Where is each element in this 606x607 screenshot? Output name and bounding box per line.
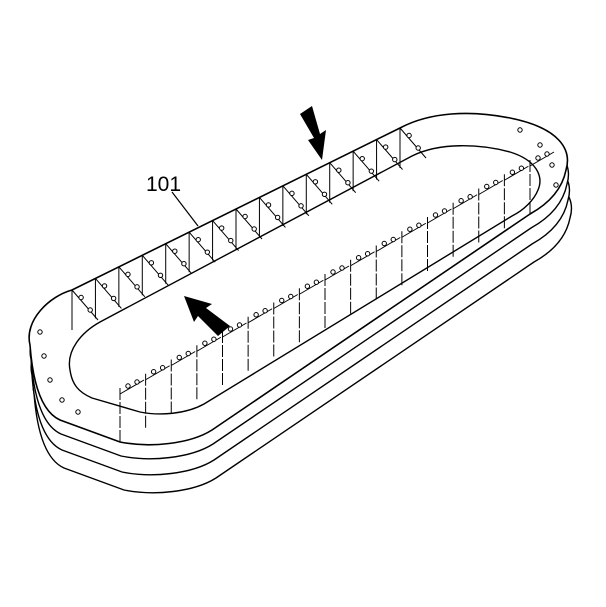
chain-top-strand (28, 112, 569, 446)
callout-leader-line (171, 191, 199, 227)
chain-links (37, 127, 559, 442)
arrow-icon (300, 106, 326, 160)
arrow-icon (184, 296, 230, 336)
callout-label: 101 (146, 173, 181, 196)
